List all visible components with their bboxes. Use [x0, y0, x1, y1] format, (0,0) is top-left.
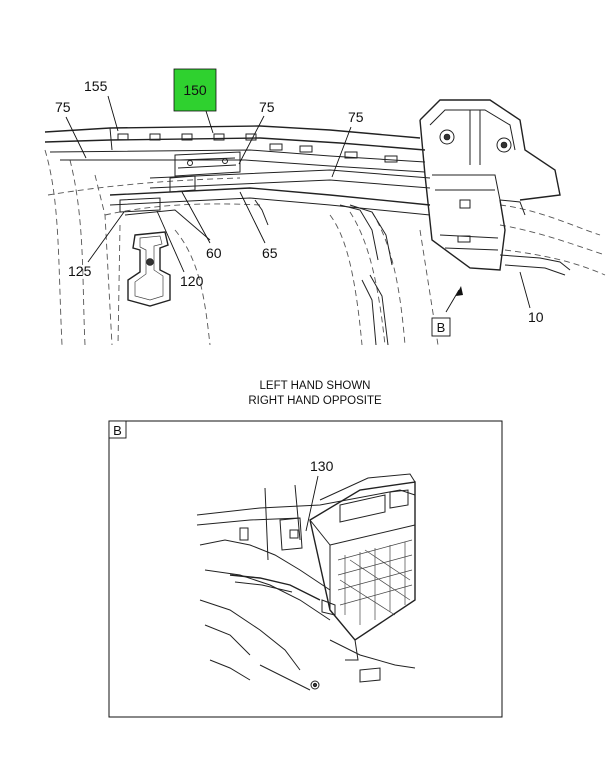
t-bracket — [127, 231, 171, 307]
arrow-icon — [456, 286, 463, 296]
callout-130: 130 — [310, 458, 334, 474]
corner-trim-assembly — [419, 99, 571, 276]
note-line-1: LEFT HAND SHOWN — [260, 380, 371, 392]
detail-view-b: B — [108, 420, 503, 718]
callout-75-left: 75 — [55, 99, 71, 115]
callout-labels: 155 75 75 75 125 120 60 65 10 — [55, 78, 544, 325]
callout-75-right: 75 — [348, 109, 364, 125]
roof-rail — [44, 125, 426, 173]
callout-125: 125 — [68, 263, 92, 279]
orientation-note: LEFT HAND SHOWN RIGHT HAND OPPOSITE — [248, 380, 382, 407]
callout-65: 65 — [262, 245, 278, 261]
callout-120: 120 — [180, 273, 204, 289]
callout-10: 10 — [528, 309, 544, 325]
highlight-callout-150: 150 — [173, 68, 217, 134]
callout-150: 150 — [183, 82, 207, 98]
callout-75-center: 75 — [259, 99, 275, 115]
view-marker-label: B — [437, 320, 446, 335]
callout-60: 60 — [206, 245, 222, 261]
ghost-body-outline — [44, 149, 606, 346]
view-marker-b: B — [431, 286, 463, 337]
detail-drawing — [196, 473, 416, 691]
lower-rails — [109, 151, 431, 346]
callout-155: 155 — [84, 78, 108, 94]
mesh-grid — [337, 539, 413, 625]
note-line-2: RIGHT HAND OPPOSITE — [248, 395, 382, 407]
detail-label: B — [113, 423, 122, 438]
main-view: 150 155 75 75 75 125 120 60 65 10 — [44, 68, 606, 346]
